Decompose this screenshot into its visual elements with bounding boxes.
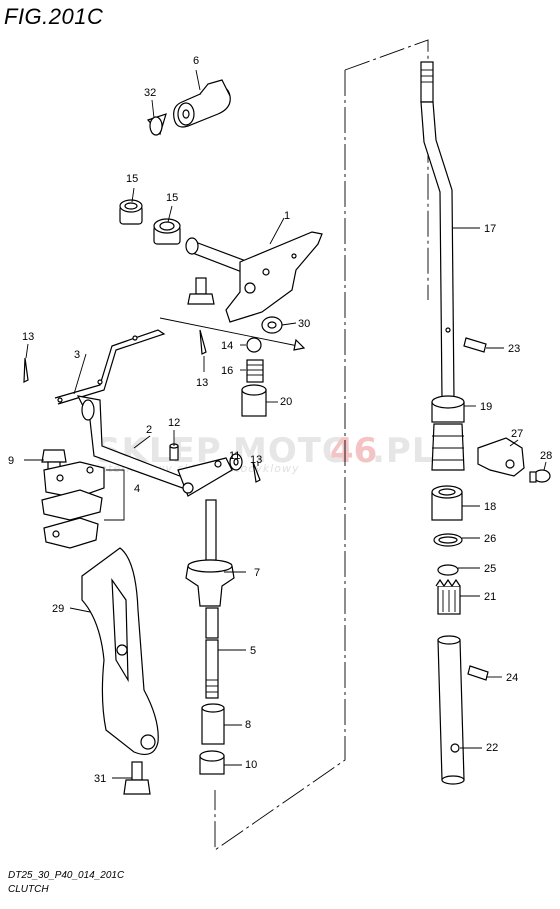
- part-23-key: [463, 337, 487, 353]
- bolt-near-lever: [187, 277, 215, 305]
- part-8-coupler: [201, 703, 225, 745]
- part-20-sleeve: [241, 384, 267, 417]
- part-22-lower-shaft: [437, 635, 465, 785]
- part-12-pin: [169, 443, 179, 461]
- part-13-cotter-b: [199, 329, 207, 355]
- callout-32: 32: [144, 87, 156, 99]
- callout-24: 24: [506, 672, 518, 684]
- callout-15-a: 15: [126, 173, 138, 185]
- part-6-pin: [173, 79, 231, 128]
- watermark: SKLEP MOTO 46 .PL internetowy sklep moto…: [96, 431, 435, 475]
- callout-16: 16: [221, 365, 233, 377]
- part-11-washer: [229, 453, 243, 471]
- part-24-key: [467, 665, 489, 681]
- callout-13-a: 13: [22, 331, 34, 343]
- callout-26: 26: [484, 533, 496, 545]
- part-14-ball: [246, 337, 262, 353]
- callout-10: 10: [245, 759, 257, 771]
- part-10-nut: [199, 750, 225, 775]
- leader-lines: [24, 69, 547, 779]
- boundary-line-main: [214, 70, 346, 851]
- watermark-text-accent: 46: [330, 431, 377, 471]
- callout-6: 6: [193, 55, 199, 67]
- callout-31: 31: [94, 773, 106, 785]
- part-25-washer: [437, 564, 459, 576]
- callout-17: 17: [484, 223, 496, 235]
- part-13-cotter-c: [252, 461, 261, 483]
- callout-30: 30: [298, 318, 310, 330]
- leader-arrow-line: [159, 317, 299, 347]
- callout-27: 27: [511, 428, 523, 440]
- part-3-link-rod: [54, 329, 166, 405]
- callout-22: 22: [486, 742, 498, 754]
- callout-14: 14: [221, 340, 233, 352]
- figure-code: DT25_30_P40_014_201C: [8, 870, 125, 881]
- callout-4: 4: [134, 483, 140, 495]
- callout-20: 20: [280, 396, 292, 408]
- part-32-cone: [146, 113, 167, 136]
- part-1-shift-lever: [185, 231, 323, 323]
- part-13-cotter-a: [23, 357, 29, 383]
- part-17-shift-shaft: [420, 61, 455, 401]
- part-30-washer: [261, 316, 283, 334]
- part-2-shaft: [76, 395, 233, 497]
- callouts: 1 2 3 4 5 6 7 8 9 10 11 12 13 13 13 14 1…: [8, 55, 552, 785]
- callout-3: 3: [74, 349, 80, 361]
- part-29-handle: [81, 547, 159, 755]
- watermark-text-mid: MOTO: [233, 431, 352, 471]
- callout-9: 9: [8, 455, 14, 467]
- callout-2: 2: [146, 424, 152, 436]
- part-18-bushing: [431, 485, 463, 521]
- part-15-bushing-b: [153, 218, 181, 245]
- part-4-bracket: [41, 461, 105, 549]
- watermark-text-right: .PL: [372, 431, 435, 471]
- callout-29: 29: [52, 603, 64, 615]
- part-5-rod: [205, 607, 219, 699]
- callout-18: 18: [484, 501, 496, 513]
- part-15-bushing-a: [119, 199, 143, 225]
- callout-21: 21: [484, 591, 496, 603]
- part-31-bolt: [123, 761, 151, 795]
- callout-12: 12: [168, 417, 180, 429]
- callout-1: 1: [284, 210, 290, 222]
- callout-8: 8: [245, 719, 251, 731]
- part-28-screw: [529, 469, 551, 483]
- callout-7: 7: [254, 567, 260, 579]
- callout-15-b: 15: [166, 192, 178, 204]
- callout-28: 28: [540, 450, 552, 462]
- part-26-oring: [433, 533, 463, 547]
- part-7-rod-boot: [185, 499, 235, 607]
- callout-11: 11: [229, 450, 240, 462]
- boundary-line-top: [344, 39, 429, 300]
- figure-subtitle: CLUTCH: [8, 884, 49, 895]
- figure-title: FIG.201C: [4, 4, 104, 29]
- part-27-cam: [477, 437, 525, 477]
- callout-23: 23: [508, 343, 520, 355]
- part-19-seal: [431, 395, 465, 471]
- callout-25: 25: [484, 563, 496, 575]
- part-16-spring: [246, 359, 264, 383]
- callout-13-c: 13: [250, 454, 262, 466]
- callout-19: 19: [480, 401, 492, 413]
- callout-5: 5: [250, 645, 256, 657]
- callout-13-b: 13: [196, 377, 208, 389]
- part-21-gear: [435, 578, 461, 615]
